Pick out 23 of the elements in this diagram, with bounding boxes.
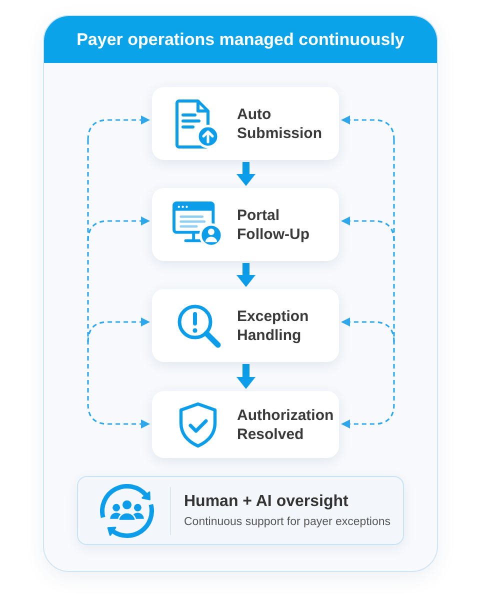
- dashed-arrow: [341, 216, 395, 242]
- process-box: [152, 391, 339, 458]
- dashed-arrow: [341, 404, 395, 428]
- arrow: [236, 364, 256, 389]
- panel-heading: Human + AI oversight: [184, 492, 350, 512]
- dashed-arrow: [87, 216, 150, 242]
- step-label: Authorization Resolved: [237, 406, 335, 444]
- dashed-arrow: [87, 318, 150, 342]
- panel-description: Continuous support for payer exceptions: [184, 514, 390, 530]
- info-panel: [77, 476, 404, 545]
- dashed-arrow: [87, 404, 150, 428]
- arrow: [236, 263, 256, 287]
- process-box: [152, 188, 339, 261]
- process-box: [152, 289, 339, 362]
- step-label: Portal Follow-Up: [237, 206, 310, 244]
- step-label: Exception Handling: [237, 306, 310, 344]
- arrow: [236, 162, 256, 186]
- title-banner: Payer operations managed continuously: [44, 16, 437, 63]
- step-label: Auto Submission: [237, 104, 324, 142]
- process-box: [152, 87, 339, 160]
- dashed-arrow: [87, 116, 150, 140]
- dashed-arrow: [341, 318, 395, 342]
- dashed-arrow: [341, 116, 395, 140]
